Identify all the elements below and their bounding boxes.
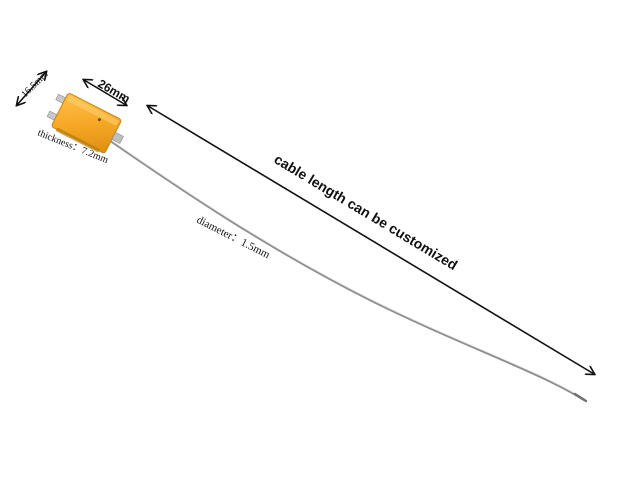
height-dimension-label: 16.5mm: [19, 69, 50, 100]
probe-cable-highlight: [111, 140, 585, 400]
width-dimension-label: 26mm: [96, 76, 133, 105]
probe-cable: [110, 140, 586, 402]
height-dimension-arrow: [17, 72, 46, 105]
cable-length-label: cable length can be customized: [271, 151, 460, 273]
yellow-connector: [51, 93, 124, 154]
cable-length-arrow: [148, 106, 594, 374]
diameter-label: diameter：1.5mm: [195, 214, 272, 261]
probe-tip: [573, 392, 588, 403]
width-dimension-arrow: [84, 80, 126, 105]
